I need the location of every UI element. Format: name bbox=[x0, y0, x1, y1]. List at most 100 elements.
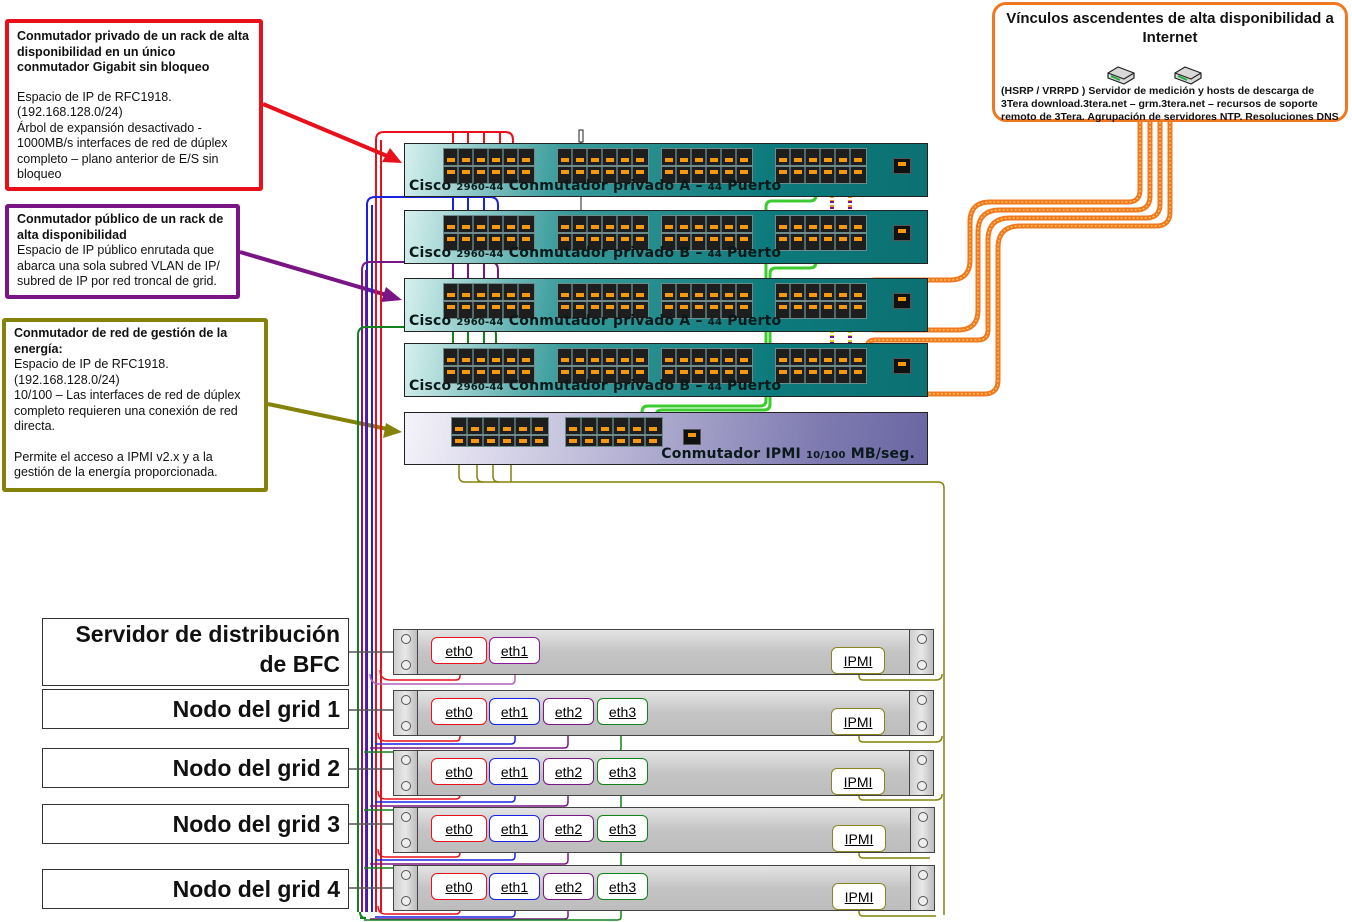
ethernet-port[interactable] bbox=[836, 216, 851, 250]
nic-port-eth0[interactable]: eth0 bbox=[431, 637, 487, 664]
ethernet-port[interactable] bbox=[821, 216, 836, 250]
ethernet-port[interactable] bbox=[646, 418, 662, 446]
note-line: Árbol de expansión desactivado - 1000MB/… bbox=[17, 120, 228, 182]
nic-port-eth1[interactable]: eth1 bbox=[489, 873, 540, 900]
screw-hole-icon bbox=[401, 838, 411, 848]
nic-port-eth1[interactable]: eth1 bbox=[489, 758, 540, 785]
server-label-line: Nodo del grid 2 bbox=[172, 755, 340, 781]
nic-port-eth3[interactable]: eth3 bbox=[597, 873, 648, 900]
grid-node-label: Nodo del grid 2 bbox=[42, 748, 349, 788]
console-port[interactable] bbox=[893, 158, 911, 174]
console-port[interactable] bbox=[893, 293, 911, 309]
ethernet-port[interactable] bbox=[791, 149, 806, 183]
switch-name: Conmutador privado B – bbox=[508, 245, 703, 261]
ethernet-port[interactable] bbox=[614, 418, 630, 446]
nic-port-eth1[interactable]: eth1 bbox=[489, 815, 540, 842]
ipmi-port[interactable]: IPMI bbox=[832, 825, 886, 852]
ethernet-port[interactable] bbox=[633, 349, 648, 383]
ethernet-port[interactable] bbox=[519, 149, 534, 183]
ethernet-port[interactable] bbox=[484, 418, 500, 446]
ethernet-port[interactable] bbox=[851, 284, 866, 318]
ipmi-port[interactable]: IPMI bbox=[832, 883, 886, 910]
ethernet-port[interactable] bbox=[791, 349, 806, 383]
ethernet-port[interactable] bbox=[633, 216, 648, 250]
ethernet-port[interactable] bbox=[633, 149, 648, 183]
ethernet-port[interactable] bbox=[630, 418, 646, 446]
ethernet-port[interactable] bbox=[851, 149, 866, 183]
switch-brand: Cisco bbox=[409, 313, 452, 329]
ethernet-port[interactable] bbox=[452, 418, 468, 446]
switch-label: Cisco 2960-44 Conmutador privado B – 44 … bbox=[409, 245, 781, 261]
ethernet-port[interactable] bbox=[791, 216, 806, 250]
ethernet-port[interactable] bbox=[598, 418, 614, 446]
ethernet-port[interactable] bbox=[836, 149, 851, 183]
switch-label: Cisco 2960-44 Conmutador privado A – 44 … bbox=[409, 313, 781, 329]
ethernet-port[interactable] bbox=[806, 349, 821, 383]
nic-port-eth2[interactable]: eth2 bbox=[543, 815, 594, 842]
nic-port-eth2[interactable]: eth2 bbox=[543, 698, 594, 725]
console-port[interactable] bbox=[683, 429, 701, 445]
nic-port-eth0[interactable]: eth0 bbox=[431, 758, 487, 785]
switch-label: Cisco 2960-44 Conmutador privado A – 44 … bbox=[409, 178, 781, 194]
console-port[interactable] bbox=[893, 225, 911, 241]
ethernet-port[interactable] bbox=[519, 349, 534, 383]
ipmi-switch-label: Conmutador IPMI 10/100 MB/seg. bbox=[661, 446, 915, 462]
ipmi-port[interactable]: IPMI bbox=[831, 708, 885, 735]
ipmi-port[interactable]: IPMI bbox=[831, 647, 885, 674]
ethernet-port[interactable] bbox=[836, 349, 851, 383]
note-line: Espacio de IP de RFC1918. bbox=[17, 89, 172, 104]
screw-hole-icon bbox=[917, 721, 927, 731]
ethernet-port[interactable] bbox=[821, 284, 836, 318]
ethernet-port[interactable] bbox=[468, 418, 484, 446]
ethernet-port[interactable] bbox=[500, 418, 516, 446]
screw-hole-icon bbox=[401, 896, 411, 906]
cisco-switch: Cisco 2960-44 Conmutador privado B – 44 … bbox=[404, 343, 928, 397]
note-description: (HSRP / VRRPD ) Servidor de medición y h… bbox=[1001, 85, 1339, 123]
nic-port-eth2[interactable]: eth2 bbox=[543, 758, 594, 785]
ethernet-port[interactable] bbox=[851, 349, 866, 383]
router-icon bbox=[1174, 66, 1202, 85]
note-line: (192.168.128.0/24) bbox=[14, 372, 120, 387]
ethernet-port[interactable] bbox=[582, 418, 598, 446]
switch-brand: Cisco bbox=[409, 378, 452, 394]
nic-port-eth3[interactable]: eth3 bbox=[597, 815, 648, 842]
ethernet-port[interactable] bbox=[633, 284, 648, 318]
switch-model: 2960-44 bbox=[456, 182, 504, 193]
note-line: 10/100 – Las interfaces de red de dúplex… bbox=[14, 388, 241, 433]
port-group bbox=[775, 283, 867, 319]
ethernet-port[interactable] bbox=[566, 418, 582, 446]
nic-port-eth0[interactable]: eth0 bbox=[431, 873, 487, 900]
nic-port-eth0[interactable]: eth0 bbox=[431, 815, 487, 842]
ethernet-port[interactable] bbox=[851, 216, 866, 250]
port-group bbox=[557, 283, 649, 319]
nic-port-eth1[interactable]: eth1 bbox=[489, 637, 540, 664]
ethernet-port[interactable] bbox=[532, 418, 548, 446]
ethernet-port[interactable] bbox=[806, 216, 821, 250]
grid-node-label: Nodo del grid 3 bbox=[42, 804, 349, 844]
switch-suffix: Puerto bbox=[727, 378, 782, 394]
rack-ear bbox=[394, 808, 418, 852]
ethernet-port[interactable] bbox=[519, 284, 534, 318]
ethernet-port[interactable] bbox=[519, 216, 534, 250]
ethernet-port[interactable] bbox=[821, 149, 836, 183]
console-port[interactable] bbox=[893, 358, 911, 374]
nic-port-eth1[interactable]: eth1 bbox=[489, 698, 540, 725]
note-title: Conmutador público de un rack de alta di… bbox=[17, 212, 224, 242]
ethernet-port[interactable] bbox=[806, 149, 821, 183]
nic-port-eth0[interactable]: eth0 bbox=[431, 698, 487, 725]
ipmi-port[interactable]: IPMI bbox=[831, 768, 885, 795]
ethernet-port[interactable] bbox=[791, 284, 806, 318]
ethernet-port[interactable] bbox=[821, 349, 836, 383]
nic-port-eth3[interactable]: eth3 bbox=[597, 758, 648, 785]
router-group bbox=[1001, 47, 1339, 85]
switch-brand: Cisco bbox=[409, 245, 452, 261]
port-group bbox=[775, 148, 867, 184]
ethernet-port[interactable] bbox=[516, 418, 532, 446]
ethernet-port[interactable] bbox=[806, 284, 821, 318]
nic-port-eth3[interactable]: eth3 bbox=[597, 698, 648, 725]
ethernet-port[interactable] bbox=[836, 284, 851, 318]
rack-ear bbox=[909, 751, 933, 795]
nic-port-eth2[interactable]: eth2 bbox=[543, 873, 594, 900]
